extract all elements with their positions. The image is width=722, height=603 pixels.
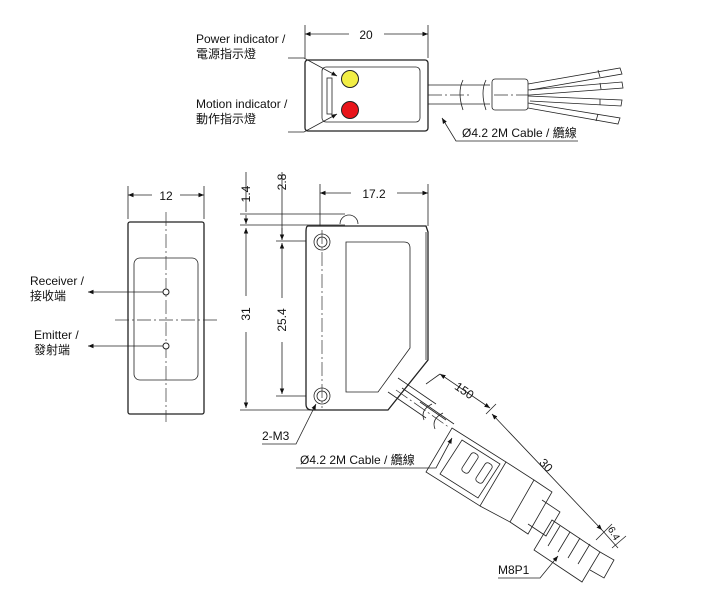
side-cable-label: Ø4.2 2M Cable / 纜線 bbox=[300, 452, 415, 467]
side-top-bump bbox=[339, 214, 359, 225]
motion-led-icon bbox=[341, 101, 359, 119]
side-cable bbox=[387, 377, 615, 583]
top-slot bbox=[326, 77, 333, 115]
dim-2-8: 2.8 bbox=[275, 173, 289, 190]
hole-label: 2-M3 bbox=[262, 429, 290, 443]
top-view: 20 Power indicator / 電源指示燈 Motion indica… bbox=[196, 25, 624, 142]
dim-150-line bbox=[439, 373, 491, 409]
power-led-icon bbox=[341, 70, 359, 88]
connector-leader bbox=[498, 555, 559, 579]
receiver-label-zh: 接收端 bbox=[30, 288, 66, 303]
motion-leader bbox=[288, 113, 338, 133]
power-label-en: Power indicator / bbox=[196, 32, 286, 46]
dim-150: 150 bbox=[452, 379, 477, 402]
top-width-dim: 20 bbox=[359, 28, 373, 42]
receiver-label-en: Receiver / bbox=[30, 274, 85, 288]
side-sensor-body bbox=[305, 225, 429, 411]
top-cable-label: Ø4.2 2M Cable / 纜線 bbox=[462, 125, 577, 140]
top-sensor-body bbox=[304, 59, 429, 132]
top-cable bbox=[428, 67, 624, 125]
emitter-label-en: Emitter / bbox=[34, 328, 79, 342]
front-view: 12 Receiver / 接收端 Emitter / 發射端 bbox=[30, 186, 218, 422]
motion-label-zh: 動作指示燈 bbox=[196, 111, 256, 126]
dim-31: 31 bbox=[239, 307, 253, 321]
top-sensor-window bbox=[321, 66, 421, 123]
emitter-hole-icon bbox=[162, 342, 170, 350]
connector-label: M8P1 bbox=[498, 563, 530, 577]
side-window bbox=[345, 241, 411, 393]
dim-30: 30 bbox=[536, 456, 556, 476]
emitter-label-zh: 發射端 bbox=[34, 342, 70, 357]
front-width-dim: 12 bbox=[159, 189, 173, 203]
dim-6-4: 6.4 bbox=[605, 525, 622, 543]
side-cable-leader bbox=[296, 437, 453, 469]
side-view: 17.2 1.4 31 2.8 25.4 2-M3 bbox=[239, 172, 627, 583]
power-leader bbox=[288, 57, 338, 77]
power-label-zh: 電源指示燈 bbox=[196, 46, 256, 61]
dim-30-line bbox=[491, 413, 603, 531]
motion-label-en: Motion indicator / bbox=[196, 97, 288, 111]
dim-1-4: 1.4 bbox=[239, 185, 253, 202]
receiver-hole-icon bbox=[162, 288, 170, 296]
dim-17-2: 17.2 bbox=[362, 187, 386, 201]
hole-leader bbox=[262, 403, 317, 445]
top-cable-leader bbox=[441, 117, 578, 142]
dim-25-4: 25.4 bbox=[275, 308, 289, 332]
